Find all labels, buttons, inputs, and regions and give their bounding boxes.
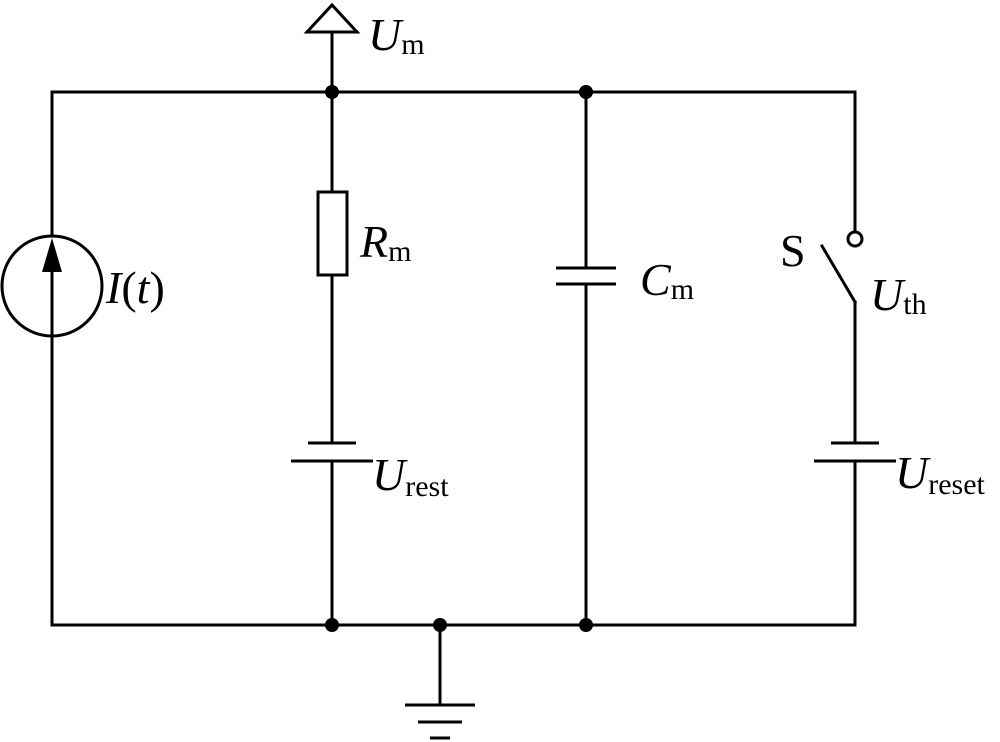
- switch-contact-terminal: [846, 230, 864, 248]
- label-switch: S: [780, 225, 806, 276]
- label-current-source: I(t): [105, 262, 165, 313]
- output-terminal-symbol: [303, 2, 361, 34]
- current-source-branch: [0, 90, 104, 627]
- current-source-arrow-head: [42, 238, 62, 272]
- label-um: Um: [368, 9, 425, 61]
- label-cm: Cm: [640, 254, 694, 306]
- label-ureset: Ureset: [895, 447, 986, 501]
- junction-dot-bottom-cm: [579, 618, 593, 632]
- label-uth: Uth: [870, 269, 927, 321]
- label-rm: Rm: [359, 216, 411, 268]
- label-urest: Urest: [372, 449, 449, 503]
- resistor-rm-symbol: [316, 190, 349, 277]
- junction-dot-top-cm: [579, 85, 593, 99]
- junction-dot-bottom-rm: [325, 618, 339, 632]
- junction-dot-bottom-ground: [433, 618, 447, 632]
- resistor-branch: [291, 2, 373, 627]
- reset-branch: [814, 90, 896, 627]
- ground-symbol: [405, 623, 475, 740]
- junction-dot-top-rm: [325, 85, 339, 99]
- capacitor-branch: [556, 90, 616, 627]
- switch-blade: [819, 243, 858, 305]
